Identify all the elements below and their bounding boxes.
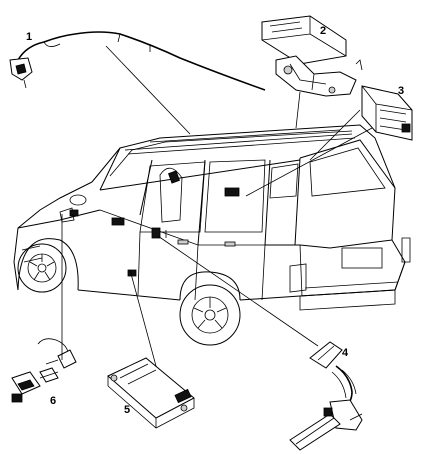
passenger-airbag-part bbox=[261, 15, 363, 97]
callout-4: 4 bbox=[342, 347, 349, 359]
curtain-airbag-part bbox=[9, 31, 266, 91]
crash-sensor-part bbox=[11, 338, 77, 403]
vehicle-body bbox=[13, 124, 411, 346]
callout-5: 5 bbox=[124, 404, 130, 416]
vehicle-mounted-modules bbox=[69, 170, 240, 277]
leader-lines bbox=[61, 45, 373, 367]
callout-2: 2 bbox=[320, 25, 326, 37]
callout-6: 6 bbox=[50, 395, 56, 407]
callout-3: 3 bbox=[398, 85, 404, 97]
airbag-control-module-part bbox=[107, 357, 195, 429]
callout-1: 1 bbox=[26, 31, 32, 43]
seatbelt-pretensioner-part bbox=[289, 341, 363, 451]
side-airbag-part bbox=[361, 85, 413, 141]
